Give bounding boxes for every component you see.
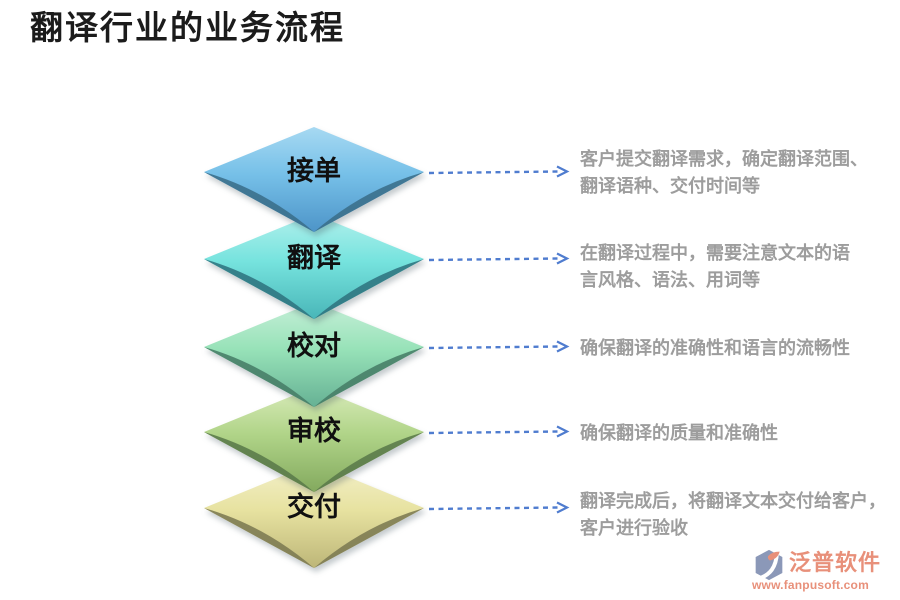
logo-name: 泛普软件 [789, 550, 882, 575]
step-description: 翻译完成后，将翻译文本交付给客户， 客户进行验收 [580, 491, 886, 538]
diamond-shape-icon [204, 463, 424, 568]
flow-step-jiaodui: 校对 [204, 302, 424, 407]
logo-url: www.fanpusoft.com [752, 578, 869, 592]
dashed-arrow [428, 425, 570, 438]
diamond-shape-icon [204, 214, 424, 319]
dashed-arrow [428, 501, 570, 514]
step-label: 接单 [287, 156, 341, 186]
step-description: 确保翻译的质量和准确性 [580, 423, 778, 443]
page-title: 翻译行业的业务流程 [30, 9, 345, 46]
step-label: 翻译 [287, 243, 341, 273]
dashed-arrow [428, 165, 570, 178]
watermark-logo: 泛普软件 www.fanpusoft.com [752, 549, 892, 592]
dashed-arrow [428, 252, 570, 265]
step-description: 在翻译过程中，需要注意文本的语 言风格、语法、用词等 [580, 243, 850, 290]
diamond-shape-icon [204, 387, 424, 492]
step-description: 确保翻译的准确性和语言的流畅性 [580, 338, 850, 358]
step-label: 校对 [287, 331, 341, 361]
flow-step-jiaofu: 交付 [204, 463, 424, 568]
step-label: 审校 [287, 416, 341, 446]
dashed-arrow [428, 340, 570, 353]
diamond-shape-icon [204, 127, 424, 232]
fanpu-logo-icon [755, 549, 783, 581]
diamond-shape-icon [204, 302, 424, 407]
step-description: 客户提交翻译需求，确定翻译范围、 翻译语种、交付时间等 [580, 149, 868, 196]
flow-step-jiedan: 接单 [204, 127, 424, 232]
step-label: 交付 [287, 492, 341, 522]
flow-step-fanyi: 翻译 [204, 214, 424, 319]
flow-step-shenjiao: 审校 [204, 387, 424, 492]
